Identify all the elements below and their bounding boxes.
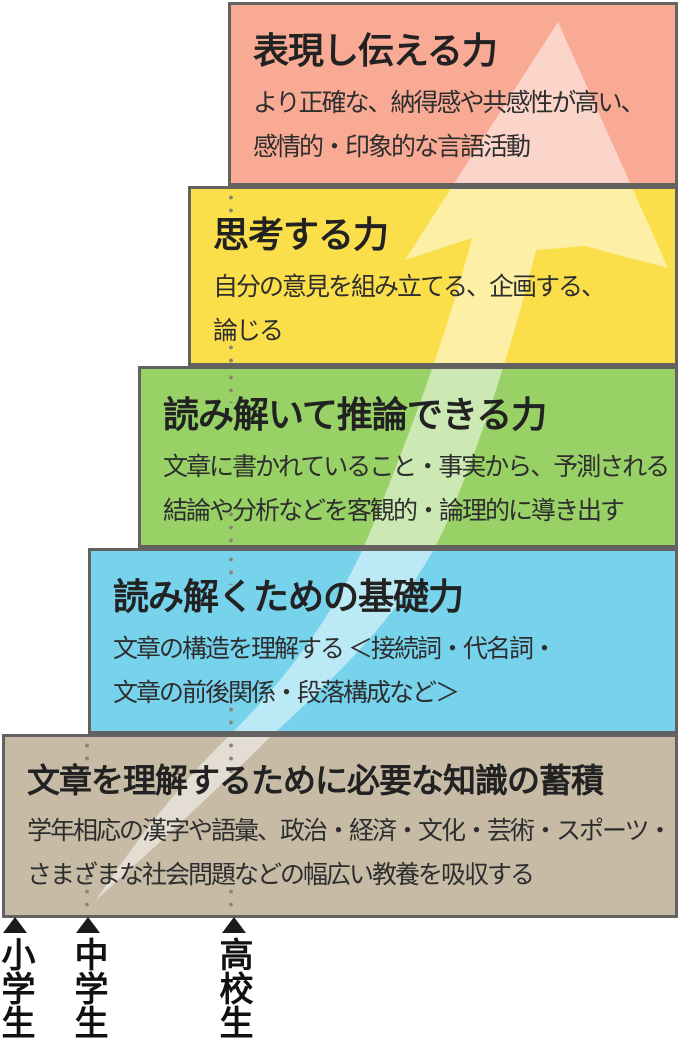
grade-label-elementary: 小学生 [0, 937, 34, 1039]
triangle-up-icon [222, 917, 246, 933]
level-box-reading-basics: 読み解くための基礎力 文章の構造を理解する ＜接続詞・代名詞・ 文章の前後関係・… [88, 548, 678, 734]
grade-label-high: 高校生 [214, 937, 252, 1039]
level-description: 文章の構造を理解する ＜接続詞・代名詞・ 文章の前後関係・段落構成など＞ [113, 634, 557, 707]
grade-label-middle: 中学生 [69, 937, 107, 1039]
level-title: 読み解くための基礎力 [113, 576, 464, 617]
level-description: 学年相応の漢字や語彙、政治・経済・文化・芸術・スポーツ・ さまざまな社会問題など… [27, 817, 673, 890]
level-description: 自分の意見を組み立てる、企画する、 論じる [213, 272, 606, 345]
level-description: 文章に書かれていること・事実から、予測される 結論や分析などを客観的・論理的に導… [163, 452, 670, 525]
level-box-think: 思考する力 自分の意見を組み立てる、企画する、 論じる [188, 186, 678, 366]
dotted-line-segment [85, 739, 89, 773]
level-box-infer: 読み解いて推論できる力 文章に書かれていること・事実から、予測される 結論や分析… [138, 366, 678, 548]
level-box-knowledge: 文章を理解するために必要な知識の蓄積 学年相応の漢字や語彙、政治・経済・文化・芸… [2, 734, 678, 918]
level-box-express: 表現し伝える力 より正確な、納得感や共感性が高い、 感情的・印象的な言語活動 [228, 2, 678, 186]
level-title: 表現し伝える力 [253, 30, 498, 71]
dotted-line-segment [85, 872, 89, 914]
level-title: 文章を理解するために必要な知識の蓄積 [27, 762, 604, 799]
level-description: より正確な、納得感や共感性が高い、 感情的・印象的な言語活動 [253, 88, 646, 161]
level-title: 思考する力 [213, 214, 389, 255]
level-title: 読み解いて推論できる力 [163, 394, 547, 435]
triangle-up-icon [76, 917, 100, 933]
triangle-up-icon [3, 917, 27, 933]
